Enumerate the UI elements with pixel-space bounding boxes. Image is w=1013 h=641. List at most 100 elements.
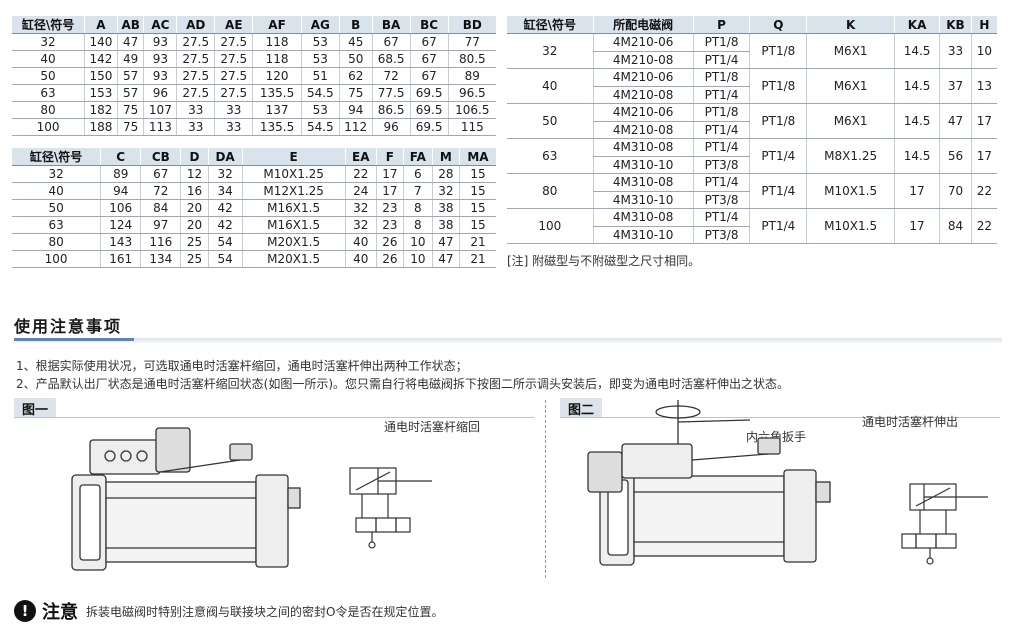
table-cell: 50 [507,103,594,139]
table-cell: 40 [344,250,377,268]
figure-2-caption: 通电时活塞杆伸出 [862,415,959,429]
table-cell: 20 [180,199,209,217]
table-cell: 77.5 [371,84,411,102]
table-cell: M6X1 [806,103,895,139]
table-cell: 4M310-08 [592,138,694,157]
table-cell: 150 [84,67,118,85]
usage-note-2: 2、产品默认出厂状态是通电时活塞杆缩回状态(如图一所示)。您只需自行将电磁阀拆下… [16,377,790,391]
table-cell: 33 [939,33,972,69]
table-cell: 27.5 [176,50,215,68]
table-cell: 14.5 [894,138,940,174]
table-cell: 4M310-10 [592,156,694,174]
table-cell: 116 [140,233,181,251]
table-cell: 135.5 [252,84,302,102]
section-accent-bar [14,338,134,341]
table-cell: 25 [180,250,209,268]
table-cell: 27.5 [214,33,253,51]
table-cell: 67 [409,33,449,51]
table-cell: 17 [894,208,940,244]
table-cell: 4M310-10 [592,191,694,209]
table-cell: 84 [140,199,181,217]
table-cell: 14.5 [894,68,940,104]
table-cell: M16X1.5 [241,216,346,234]
table-cell: 32 [207,165,243,183]
column-header: 缸径\符号 [507,16,594,34]
table-cell: 143 [100,233,141,251]
table-cell: 4M210-06 [592,33,694,52]
column-header: AE [214,16,253,34]
table-cell: 50 [12,67,85,85]
table-cell: 32 [344,216,377,234]
table-cell: 96.5 [447,84,496,102]
table-cell: 17 [970,138,997,174]
table-cell: PT1/4 [692,86,750,104]
table-cell: PT1/4 [749,208,807,244]
table-cell: 124 [100,216,141,234]
table-cell: 80 [12,233,101,251]
table-cell: PT1/4 [692,121,750,139]
table-cell: PT1/8 [692,68,750,87]
column-header: CB [140,148,181,166]
table-cell: 15 [458,199,496,217]
cylinder-figure-2-drawing [587,400,831,566]
column-header: A [84,16,118,34]
table-cell: 69.5 [409,118,449,136]
table-cell: 22 [970,208,997,244]
table-cell: 75 [116,101,144,119]
table-cell: 38 [431,199,460,217]
table-cell: 113 [143,118,177,136]
table-cell: 62 [338,67,373,85]
table-cell: 34 [207,182,243,200]
table-cell: 14.5 [894,33,940,69]
table-cell: 50 [12,199,101,217]
column-header: 缸径\符号 [12,148,101,166]
warning-notice: ! 注意 拆装电磁阀时特别注意阀与联接块之间的密封O令是否在规定位置。 [14,598,443,624]
table-cell: 100 [12,118,85,136]
table-cell: 68.5 [371,50,411,68]
table-cell: 93 [143,50,177,68]
table-cell: 17 [375,182,404,200]
table-cell: 134 [140,250,181,268]
table-cell: 63 [12,84,85,102]
table-note: [注] 附磁型与不附磁型之尺寸相同。 [507,254,701,268]
table-cell: 89 [100,165,141,183]
table-cell: 56 [939,138,972,174]
table-cell: M6X1 [806,33,895,69]
table-cell: M12X1.25 [241,182,346,200]
table-cell: 33 [214,118,253,136]
warning-title: 注意 [42,602,78,623]
table-cell: 17 [970,103,997,139]
table-cell: 4M210-08 [592,121,694,139]
table-cell: 26 [375,233,404,251]
table-cell: 67 [140,165,181,183]
table-cell: 17 [894,173,940,209]
table-cell: 26 [375,250,404,268]
table-cell: 8 [403,199,433,217]
table-cell: 182 [84,101,118,119]
table-cell: 4M310-10 [592,226,694,244]
table-cell: 53 [300,50,340,68]
table-cell: 67 [409,67,449,85]
table-cell: 22 [344,165,377,183]
column-header: 缸径\符号 [12,16,85,34]
table-cell: 97 [140,216,181,234]
table-cell: PT1/8 [692,103,750,122]
pneumatic-symbol-1 [349,467,432,549]
section-divider [14,338,1002,343]
figure-2-label: 图二 [560,398,603,418]
table-cell: 80 [507,173,594,209]
column-header: BC [409,16,449,34]
table-cell: 84 [939,208,972,244]
table-cell: 140 [84,33,118,51]
table-cell: 10 [403,233,433,251]
column-header: Q [749,16,807,34]
table-cell: 6 [403,165,433,183]
